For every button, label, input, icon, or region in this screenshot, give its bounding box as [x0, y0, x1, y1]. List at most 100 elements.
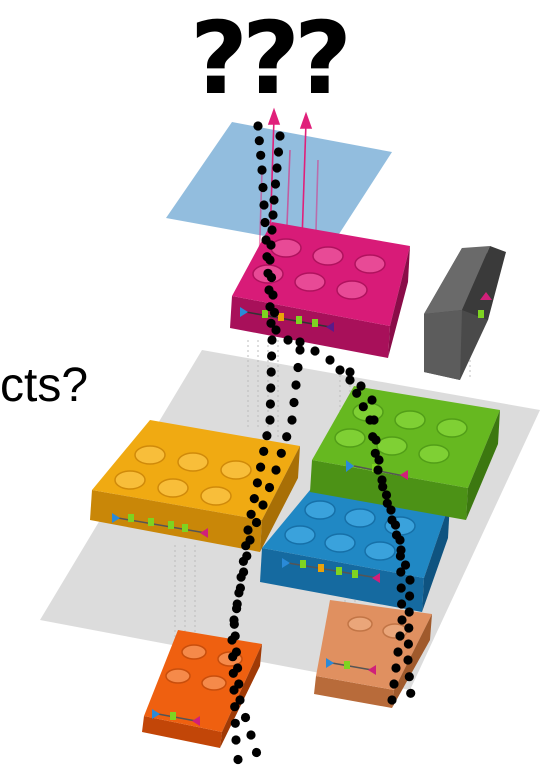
path-dot — [271, 465, 281, 475]
path-dot — [395, 551, 405, 561]
path-dot — [266, 272, 277, 283]
path-dot — [271, 325, 281, 335]
path-dot — [251, 517, 262, 528]
path-dot — [397, 615, 407, 625]
path-dot — [258, 182, 268, 193]
path-dot — [239, 567, 249, 577]
path-dot — [390, 520, 401, 530]
path-dot — [287, 415, 297, 425]
question-marks-text: ??? — [190, 0, 352, 117]
circuit-glyph-gray — [478, 292, 492, 318]
path-dot — [386, 505, 396, 515]
path-dot — [370, 448, 380, 458]
path-dot — [289, 397, 299, 408]
path-dot — [268, 290, 278, 300]
path-dot — [275, 131, 285, 141]
circuit-glyph-blue — [282, 558, 380, 583]
path-dot — [283, 335, 293, 345]
path-dot — [405, 575, 415, 585]
circuit-glyph-yellow — [112, 513, 208, 538]
path-dot — [246, 730, 256, 740]
path-dot — [381, 490, 392, 500]
path-dot — [367, 395, 377, 405]
path-dot — [230, 718, 240, 728]
path-dot — [269, 307, 280, 318]
path-dot — [264, 482, 275, 493]
path-dot — [404, 607, 414, 617]
path-dot — [395, 631, 405, 641]
path-dot — [356, 381, 366, 391]
path-dot — [267, 335, 277, 345]
brick-magenta — [230, 222, 410, 358]
path-dot — [265, 255, 275, 265]
path-dot — [259, 200, 269, 210]
path-dot — [369, 415, 379, 425]
path-dot — [256, 150, 266, 160]
path-dot — [231, 735, 241, 745]
path-dot — [265, 399, 275, 409]
path-dot — [325, 355, 335, 365]
path-dot — [393, 647, 403, 657]
path-dot — [243, 525, 253, 535]
path-dot — [230, 631, 240, 641]
path-dot — [404, 672, 414, 682]
brick-gray — [424, 246, 506, 380]
path-dot — [310, 346, 320, 356]
path-dot — [405, 591, 415, 601]
path-dot — [406, 688, 416, 698]
path-dot — [373, 465, 383, 475]
path-dot — [232, 599, 242, 609]
path-dot — [249, 494, 259, 504]
path-dot — [235, 583, 245, 593]
path-dot — [259, 446, 269, 456]
path-dot — [291, 380, 301, 390]
path-dot — [403, 639, 413, 649]
path-dot — [260, 217, 270, 228]
path-dot — [273, 147, 284, 157]
path-dot — [276, 448, 286, 458]
path-dot — [374, 455, 384, 465]
path-dot — [257, 165, 267, 175]
path-dot — [387, 695, 397, 705]
path-dot — [246, 509, 256, 519]
path-dot — [389, 679, 399, 689]
path-dot — [242, 551, 252, 561]
path-dot — [268, 210, 278, 220]
path-dot — [240, 712, 251, 723]
path-dot — [252, 478, 262, 488]
path-dot — [266, 367, 276, 377]
path-dot — [335, 365, 345, 375]
path-dot — [266, 318, 276, 328]
circuit-glyph-salmon — [326, 658, 376, 675]
path-dot — [230, 702, 240, 712]
path-dot — [293, 362, 303, 373]
path-dot — [378, 482, 388, 492]
path-dot — [270, 179, 281, 189]
path-dot — [256, 462, 266, 472]
path-dot — [266, 240, 276, 250]
path-dot — [396, 583, 406, 593]
path-dot — [382, 498, 392, 508]
path-dot — [345, 367, 355, 377]
path-dot — [400, 560, 411, 570]
path-dot — [231, 647, 241, 657]
path-dot — [391, 663, 401, 673]
partial-question-text: cts? — [0, 359, 89, 412]
path-dot — [295, 345, 305, 355]
path-dot — [251, 747, 262, 758]
path-dot — [262, 431, 272, 441]
path-dot — [403, 655, 413, 665]
brick-green — [310, 386, 500, 520]
path-dot — [234, 679, 244, 689]
path-dot — [272, 163, 282, 173]
path-dot — [345, 375, 355, 385]
path-dot — [245, 535, 255, 545]
path-dot — [404, 623, 414, 633]
path-dot — [396, 567, 406, 577]
path-dot — [352, 388, 362, 398]
path-dot — [253, 121, 263, 131]
path-dot — [233, 663, 243, 673]
path-dot — [377, 475, 387, 485]
